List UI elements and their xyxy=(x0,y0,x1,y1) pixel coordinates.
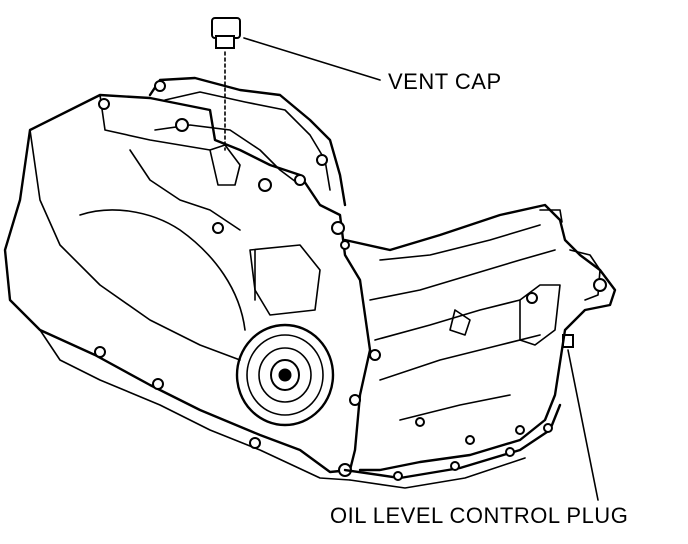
transmission-case xyxy=(343,203,617,472)
vent-cap-label: VENT CAP xyxy=(388,69,502,94)
converter-housing xyxy=(3,93,381,481)
oil-level-control-plug-label: OIL LEVEL CONTROL PLUG xyxy=(330,503,629,528)
oil-plug-part xyxy=(562,334,599,501)
converter-hub xyxy=(235,323,335,427)
valve-body-cover xyxy=(98,76,350,250)
oil-pan xyxy=(343,403,562,489)
vent-cap-part xyxy=(211,17,241,151)
vent-cap-leader xyxy=(243,37,381,81)
